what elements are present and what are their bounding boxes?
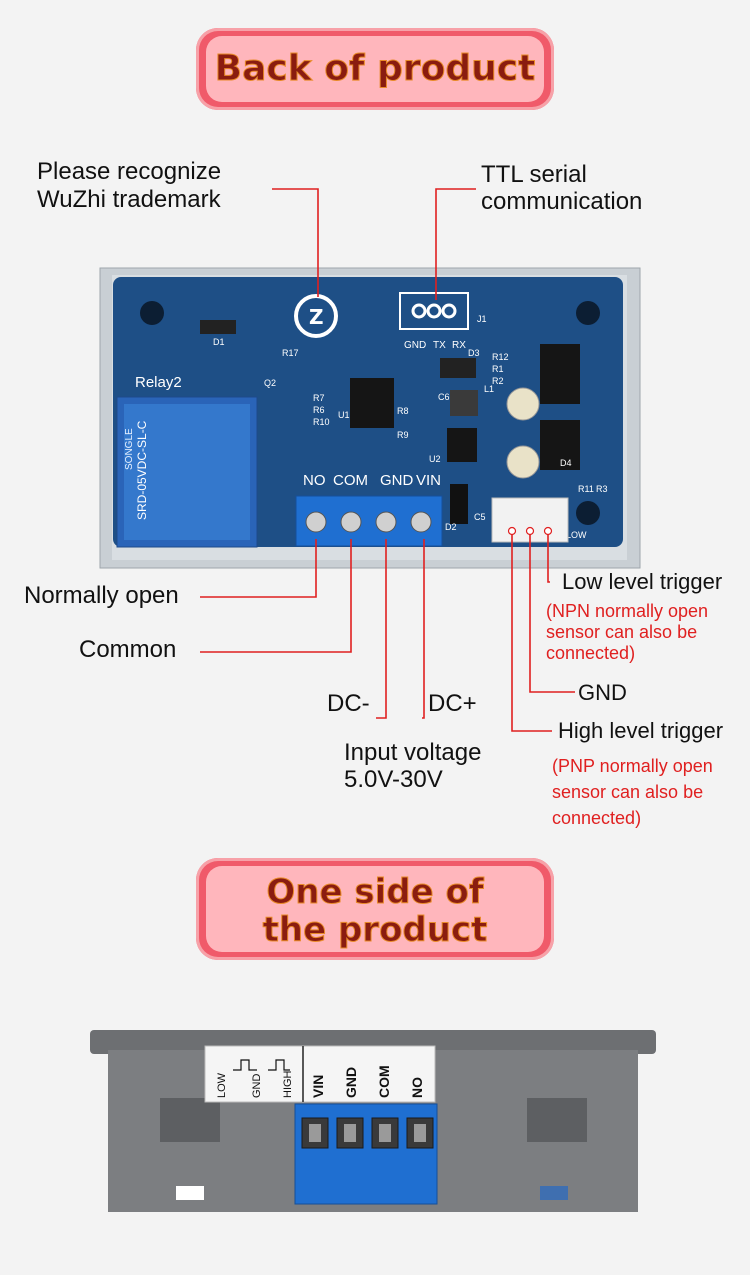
terminal-label-com: COM xyxy=(333,472,368,489)
callout-low-note-line2: sensor can also be xyxy=(546,622,698,642)
screw-com xyxy=(340,511,362,533)
label-r3: R3 xyxy=(596,484,608,494)
callout-common: Common xyxy=(79,636,177,663)
terminal-label-no: NO xyxy=(303,472,326,489)
label-r9: R9 xyxy=(397,430,409,440)
label-l1: L1 xyxy=(484,384,494,394)
svg-text:Z: Z xyxy=(309,305,324,329)
callout-low-note-line1: (NPN normally open xyxy=(546,601,709,621)
callout-gnd: GND xyxy=(578,680,627,705)
label-d1: D1 xyxy=(213,337,225,347)
label-r12: R12 xyxy=(492,352,509,362)
callout-dc-minus: DC- xyxy=(327,690,370,717)
side-label-high: HIGH xyxy=(282,1070,294,1098)
label-d4: D4 xyxy=(560,458,572,468)
label-r1: R1 xyxy=(492,364,504,374)
callout-lines xyxy=(200,188,575,732)
side-label-gnd: GND xyxy=(343,1067,359,1098)
side-label-low: LOW xyxy=(216,1072,228,1098)
callout-high-note-line3: connected) xyxy=(552,808,642,828)
banner-side-line2: the product xyxy=(262,910,488,951)
label-d2: D2 xyxy=(445,522,457,532)
terminal-label-vin: VIN xyxy=(416,472,441,489)
ttl-connector xyxy=(399,292,469,330)
label-r11: R11 xyxy=(578,484,594,494)
sensor-connector xyxy=(491,497,569,543)
screw-vin xyxy=(410,511,432,533)
banner-back-title: Back of product xyxy=(214,48,536,90)
label-u1: U1 xyxy=(338,410,350,420)
banner-back-of-product: Back of product xyxy=(196,28,554,110)
callout-ttl-line2: communication xyxy=(481,188,643,215)
side-label-vin: VIN xyxy=(310,1075,326,1098)
callout-ttl-line1: TTL serial xyxy=(481,161,587,188)
label-r10: R10 xyxy=(313,417,330,427)
relay-brand: SONGLE xyxy=(124,428,135,470)
wuzhi-logo-icon xyxy=(294,294,338,338)
callout-input-range: 5.0V-30V xyxy=(344,766,443,793)
side-label-com: COM xyxy=(376,1065,392,1098)
label-r8: R8 xyxy=(397,406,409,416)
label-d3: D3 xyxy=(468,348,480,358)
label-r7: R7 xyxy=(313,393,325,403)
label-c6: C6 xyxy=(438,392,450,402)
relay-label: Relay2 xyxy=(135,374,182,391)
serial-rx-label: RX xyxy=(452,340,466,351)
callout-trademark-line1: Please recognize xyxy=(37,158,222,185)
callout-trademark-line2: WuZhi trademark xyxy=(37,186,221,213)
serial-tx-label: TX xyxy=(433,340,446,351)
terminal-label-gnd: GND xyxy=(380,472,414,489)
callout-input-voltage: Input voltage xyxy=(344,739,482,766)
side-label-no: NO xyxy=(409,1077,425,1098)
label-c5: C5 xyxy=(474,512,486,522)
side-label-gnd-sensor: GND xyxy=(251,1074,263,1099)
relay-model: SRD-05VDC-SL-C xyxy=(135,420,149,520)
callout-high-trigger: High level trigger xyxy=(558,718,724,743)
label-low: LOW xyxy=(566,530,587,540)
label-r2: R2 xyxy=(492,376,504,386)
screw-gnd xyxy=(375,511,397,533)
label-plate xyxy=(204,1045,436,1103)
label-u2: U2 xyxy=(429,454,441,464)
callout-high-note-line2: sensor can also be xyxy=(552,782,704,802)
mcu-chip xyxy=(350,378,394,428)
callout-low-trigger: Low level trigger xyxy=(562,569,723,594)
callout-high-note-line1: (PNP normally open xyxy=(552,756,713,776)
callout-normally-open: Normally open xyxy=(24,582,179,609)
label-j1: J1 xyxy=(477,314,487,324)
label-r6: R6 xyxy=(313,405,325,415)
label-q2: Q2 xyxy=(264,378,276,388)
banner-side-line1: One side of xyxy=(266,872,484,913)
label-r17: R17 xyxy=(282,348,299,358)
callout-dc-plus: DC+ xyxy=(428,690,477,717)
callout-low-note-line3: connected) xyxy=(546,643,636,663)
banner-one-side: One side of the product xyxy=(196,858,554,960)
serial-gnd-label: GND xyxy=(404,340,426,351)
screw-no xyxy=(305,511,327,533)
